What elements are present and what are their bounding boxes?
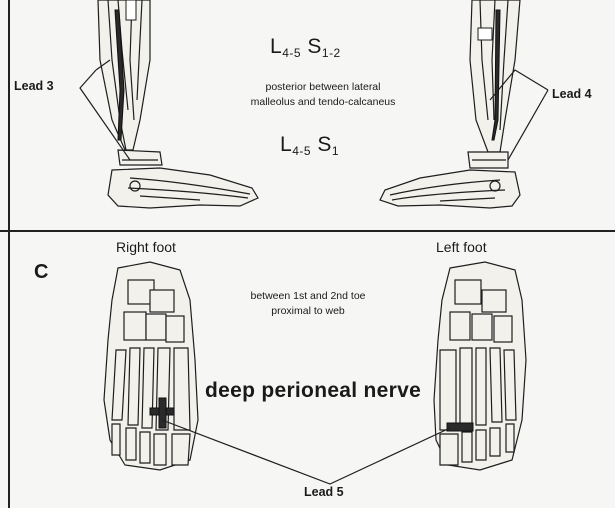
spinal-level-lower: L4-5 S1: [280, 134, 339, 157]
spinal-level-upper: L4-5 S1-2: [270, 36, 341, 59]
lead-5-pointer: [162, 420, 450, 484]
lead-3-label: Lead 3: [14, 80, 54, 93]
bottom-location-text: between 1st and 2nd toe proximal to web: [218, 289, 398, 319]
right-foot-drawing: [104, 262, 198, 470]
left-foot-drawing: [434, 262, 526, 470]
lead-4-label: Lead 4: [552, 88, 592, 101]
right-foot-label: Right foot: [116, 240, 176, 254]
bottom-location-line2: proximal to web: [218, 304, 398, 319]
nerve-label: deep perioneal nerve: [205, 380, 421, 401]
lead-5-label: Lead 5: [304, 486, 344, 499]
top-location-text: posterior between lateral malleolus and …: [228, 80, 418, 110]
bottom-location-line1: between 1st and 2nd toe: [218, 289, 398, 304]
panel-letter: C: [34, 262, 48, 282]
top-location-line2: malleolus and tendo-calcaneus: [228, 95, 418, 110]
left-foot-label: Left foot: [436, 240, 487, 254]
top-location-line1: posterior between lateral: [228, 80, 418, 95]
